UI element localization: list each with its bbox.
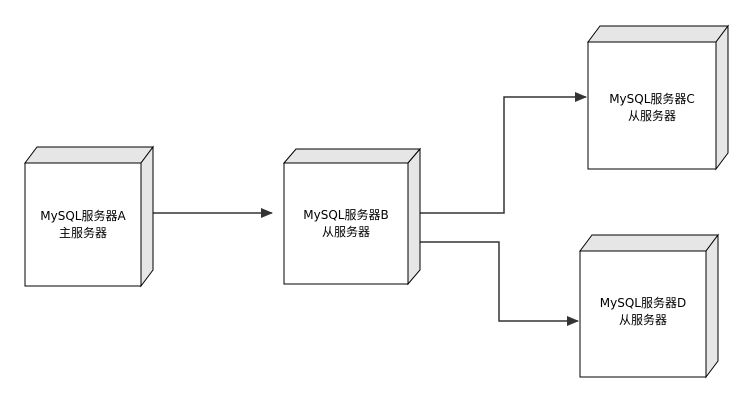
server-b-name: MySQL服务器B [303, 207, 388, 222]
node-server-d: MySQL服务器D 从服务器 [579, 233, 719, 379]
server-b-role: 从服务器 [322, 224, 370, 239]
server-a-name: MySQL服务器A [40, 208, 126, 223]
edge-b-to-c [420, 92, 587, 214]
server-c-name: MySQL服务器C [609, 91, 695, 106]
server-a-role: 主服务器 [59, 225, 107, 240]
server-d-role: 从服务器 [619, 312, 667, 327]
node-server-b: MySQL服务器B 从服务器 [282, 147, 422, 286]
edge-b-to-d [420, 241, 579, 326]
server-c-role: 从服务器 [628, 108, 676, 123]
server-d-name: MySQL服务器D [600, 295, 686, 310]
node-server-a: MySQL服务器A 主服务器 [24, 145, 154, 288]
node-server-c: MySQL服务器C 从服务器 [587, 24, 729, 171]
